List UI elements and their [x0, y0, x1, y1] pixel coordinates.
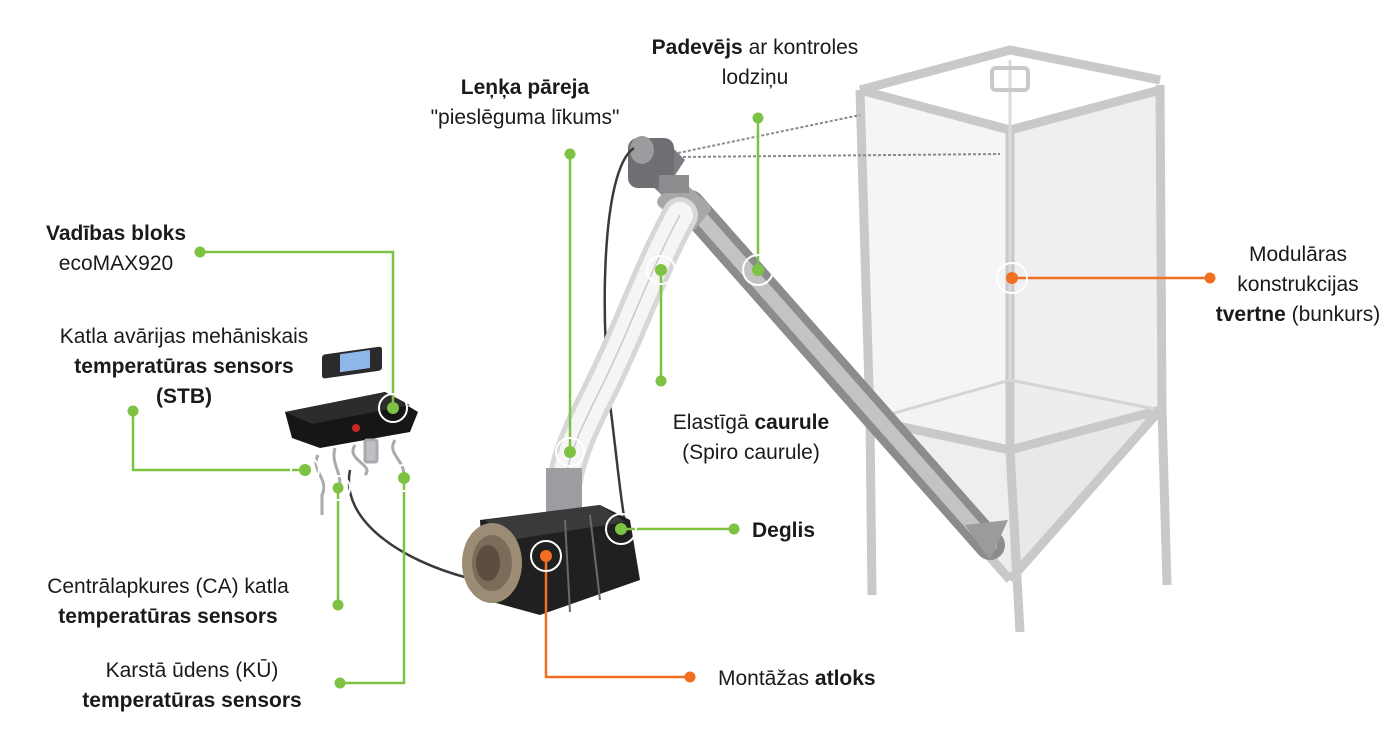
label-hose-pre: Elastīgā [673, 411, 755, 434]
label-ku-line1: Karstā ūdens (KŪ) [106, 659, 279, 682]
label-ca-bold: temperatūras sensors [58, 605, 277, 628]
label-ca-line1: Centrālapkures (CA) katla [47, 575, 289, 598]
label-tank-bold: tvertne [1216, 303, 1286, 326]
hopper-tank [860, 50, 1167, 632]
label-burner: Deglis [752, 516, 815, 546]
label-hose-line2: (Spiro caurule) [682, 441, 820, 464]
label-hose-bold: caurule [755, 411, 830, 434]
label-feeder-bold: Padevējs [652, 36, 743, 59]
label-feeder: Padevējs ar kontroles lodziņu [628, 33, 882, 93]
label-ku-sensor: Karstā ūdens (KŪ) temperatūras sensors [52, 656, 332, 716]
label-hose: Elastīgā caurule (Spiro caurule) [648, 408, 854, 468]
label-stb-bold: temperatūras sensors [74, 355, 293, 378]
label-tank-line2: konstrukcijas [1237, 273, 1358, 296]
label-stb-line1: Katla avārijas mehāniskais [60, 325, 309, 348]
label-tank-line1: Modulāras [1249, 243, 1347, 266]
label-control-unit-bold: Vadības bloks [46, 222, 186, 245]
sensor-cable [349, 470, 468, 578]
label-elbow-bold: Leņķa pāreja [461, 76, 589, 99]
label-flange-bold: atloks [815, 667, 876, 690]
label-elbow: Leņķa pāreja "pieslēguma līkums" [405, 73, 645, 133]
label-flange-pre: Montāžas [718, 667, 815, 690]
label-burner-bold: Deglis [752, 519, 815, 542]
label-elbow-line2: "pieslēguma līkums" [431, 106, 620, 129]
burner [462, 505, 640, 615]
label-control-unit: Vadības bloks ecoMAX920 [28, 219, 204, 279]
label-feeder-line2: lodziņu [722, 66, 789, 89]
label-ca-sensor: Centrālapkures (CA) katla temperatūras s… [18, 572, 318, 632]
label-tank: Modulāras konstrukcijas tvertne (bunkurs… [1198, 240, 1398, 330]
label-ku-bold: temperatūras sensors [82, 689, 301, 712]
label-stb-bold2: (STB) [156, 385, 212, 408]
label-control-unit-line2: ecoMAX920 [59, 252, 173, 275]
label-flange: Montāžas atloks [718, 664, 876, 694]
label-tank-rest: (bunkurs) [1286, 303, 1381, 326]
label-stb-sensor: Katla avārijas mehāniskais temperatūras … [28, 322, 340, 412]
label-feeder-rest: ar kontroles [743, 36, 859, 59]
